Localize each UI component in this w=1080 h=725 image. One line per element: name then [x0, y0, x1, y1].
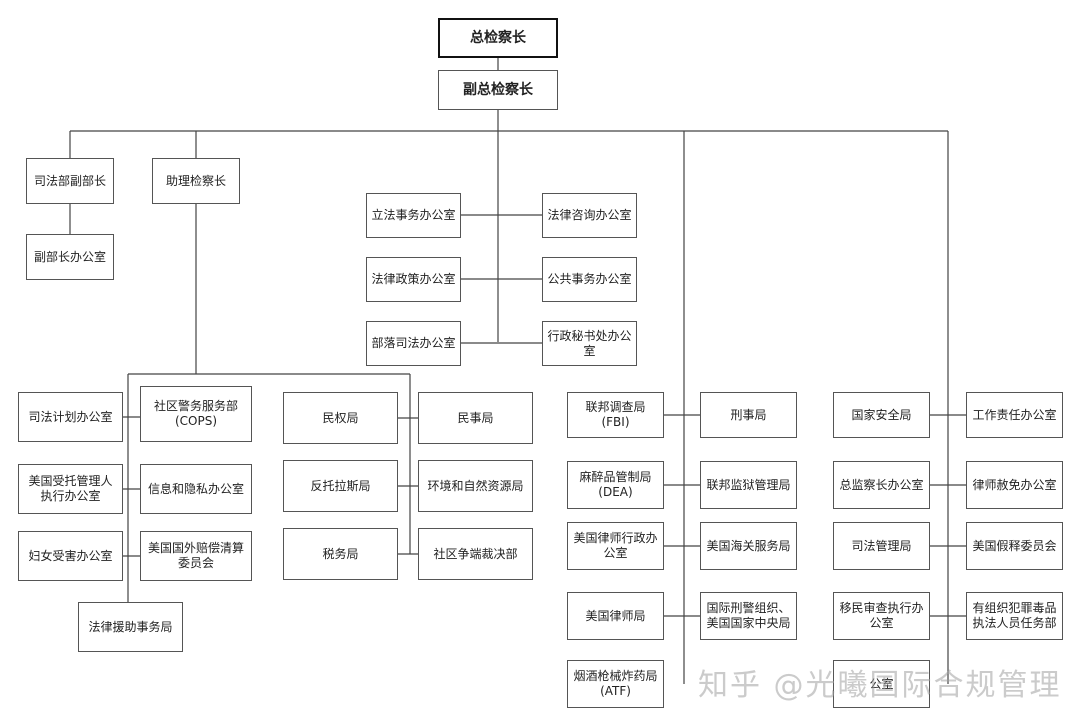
- org-node-label: 美国受托管理人执行办公室: [28, 474, 113, 503]
- org-node-label: 美国海关服务局: [706, 538, 791, 553]
- org-node-prisons: 联邦监狱管理局: [700, 461, 797, 509]
- org-node-foreign-claims: 美国国外赔偿清算委员会: [140, 531, 252, 581]
- org-node-label: 部落司法办公室: [371, 336, 456, 350]
- org-node-fbi: 联邦调查局(FBI): [567, 392, 664, 438]
- org-node-nsd: 国家安全局: [833, 392, 930, 438]
- org-node-ag: 总检察长: [438, 18, 558, 58]
- org-node-label: 法律咨询办公室: [547, 208, 632, 222]
- org-node-label: 助理检察长: [165, 173, 226, 188]
- org-node-privacy: 信息和隐私办公室: [140, 464, 252, 514]
- org-node-customs: 美国海关服务局: [700, 522, 797, 570]
- org-node-label: 司法计划办公室: [28, 409, 113, 424]
- org-node-label: 麻醉品管制局(DEA): [579, 470, 652, 499]
- org-node-tax: 税务局: [283, 528, 398, 580]
- org-node-label: 联邦调查局(FBI): [585, 400, 646, 429]
- org-node-oig: 总监察长办公室: [833, 461, 930, 509]
- watermark: 知乎 @光曦国际合规管理: [698, 668, 1062, 703]
- org-node-legal-aid: 法律援助事务局: [78, 602, 183, 652]
- org-node-label: 法律援助事务局: [88, 619, 173, 634]
- org-node-label: 总检察长: [470, 29, 526, 46]
- org-node-atf: 烟酒枪械炸药局(ATF): [567, 660, 664, 708]
- org-node-criminal: 刑事局: [700, 392, 797, 438]
- org-node-label: 司法部副部长: [33, 173, 106, 188]
- org-node-label: 法律政策办公室: [371, 272, 456, 286]
- org-node-label: 民事局: [457, 410, 494, 425]
- org-node-partial: 公室: [833, 660, 930, 708]
- org-node-label: 烟酒枪械炸药局(ATF): [573, 669, 658, 698]
- org-node-label: 美国律师局: [585, 608, 646, 623]
- org-node-label: 国际刑警组织、美国国家中央局: [706, 601, 791, 630]
- org-node-dea: 麻醉品管制局(DEA): [567, 461, 664, 509]
- org-node-label: 美国国外赔偿清算委员会: [147, 541, 244, 570]
- org-node-pardon: 律师赦免办公室: [966, 461, 1063, 509]
- org-node-label: 环境和自然资源局: [427, 478, 524, 493]
- org-node-civil-rights: 民权局: [283, 392, 398, 444]
- org-node-label: 反托拉斯局: [310, 478, 371, 493]
- org-node-label: 副部长办公室: [33, 249, 106, 264]
- org-node-label: 信息和隐私办公室: [147, 481, 244, 496]
- org-node-label: 总监察长办公室: [839, 477, 924, 492]
- org-node-parole: 美国假释委员会: [966, 522, 1063, 570]
- org-node-label: 立法事务办公室: [371, 208, 456, 222]
- org-node-community: 社区争端裁决部: [418, 528, 533, 580]
- org-node-deputy-justice: 司法部副部长: [26, 158, 114, 204]
- org-node-label: 社区争端裁决部: [433, 546, 518, 561]
- org-node-label: 行政秘书处办公室: [547, 328, 632, 358]
- org-node-antitrust: 反托拉斯局: [283, 460, 398, 512]
- org-node-legal-counsel: 法律咨询办公室: [542, 193, 637, 238]
- org-node-justice-programs: 司法计划办公室: [18, 392, 123, 442]
- org-node-label: 公室: [869, 676, 894, 691]
- org-node-judicial-admin: 司法管理局: [833, 522, 930, 570]
- org-node-trustee: 美国受托管理人执行办公室: [18, 464, 123, 514]
- org-node-eousa: 美国律师行政办公室: [567, 522, 664, 570]
- org-node-label: 移民审查执行办公室: [839, 601, 924, 630]
- org-node-legislative: 立法事务办公室: [366, 193, 461, 238]
- org-node-usao: 美国律师局: [567, 592, 664, 640]
- org-node-label: 刑事局: [730, 407, 767, 422]
- org-node-interpol: 国际刑警组织、美国国家中央局: [700, 592, 797, 640]
- org-node-immigration: 移民审查执行办公室: [833, 592, 930, 640]
- org-node-exec-secretariat: 行政秘书处办公室: [542, 321, 637, 366]
- org-node-deputy-office: 副部长办公室: [26, 234, 114, 280]
- org-node-label: 公共事务办公室: [547, 272, 632, 286]
- org-node-tribal-justice: 部落司法办公室: [366, 321, 461, 366]
- org-node-label: 美国律师行政办公室: [573, 531, 658, 560]
- org-node-label: 司法管理局: [851, 538, 912, 553]
- org-node-label: 律师赦免办公室: [972, 477, 1057, 492]
- org-node-label: 民权局: [322, 410, 359, 425]
- org-node-label: 税务局: [322, 546, 359, 561]
- org-node-env: 环境和自然资源局: [418, 460, 533, 512]
- org-node-label: 工作责任办公室: [972, 407, 1057, 422]
- org-node-label: 妇女受害办公室: [28, 548, 113, 563]
- org-node-dag: 副总检察长: [438, 70, 558, 110]
- org-node-ocdetf: 有组织犯罪毒品执法人员任务部: [966, 592, 1063, 640]
- org-node-label: 美国假释委员会: [972, 538, 1057, 553]
- org-node-label: 社区警务服务部(COPS): [153, 399, 238, 428]
- org-node-responsibility: 工作责任办公室: [966, 392, 1063, 438]
- org-node-label: 联邦监狱管理局: [706, 477, 791, 492]
- org-node-assoc-ag: 助理检察长: [152, 158, 240, 204]
- org-node-women: 妇女受害办公室: [18, 531, 123, 581]
- org-node-public-affairs: 公共事务办公室: [542, 257, 637, 302]
- org-node-label: 国家安全局: [851, 407, 912, 422]
- org-node-civil: 民事局: [418, 392, 533, 444]
- org-node-cops: 社区警务服务部(COPS): [140, 386, 252, 442]
- org-node-label: 有组织犯罪毒品执法人员任务部: [972, 601, 1057, 630]
- org-node-legal-policy: 法律政策办公室: [366, 257, 461, 302]
- org-node-label: 副总检察长: [463, 81, 533, 98]
